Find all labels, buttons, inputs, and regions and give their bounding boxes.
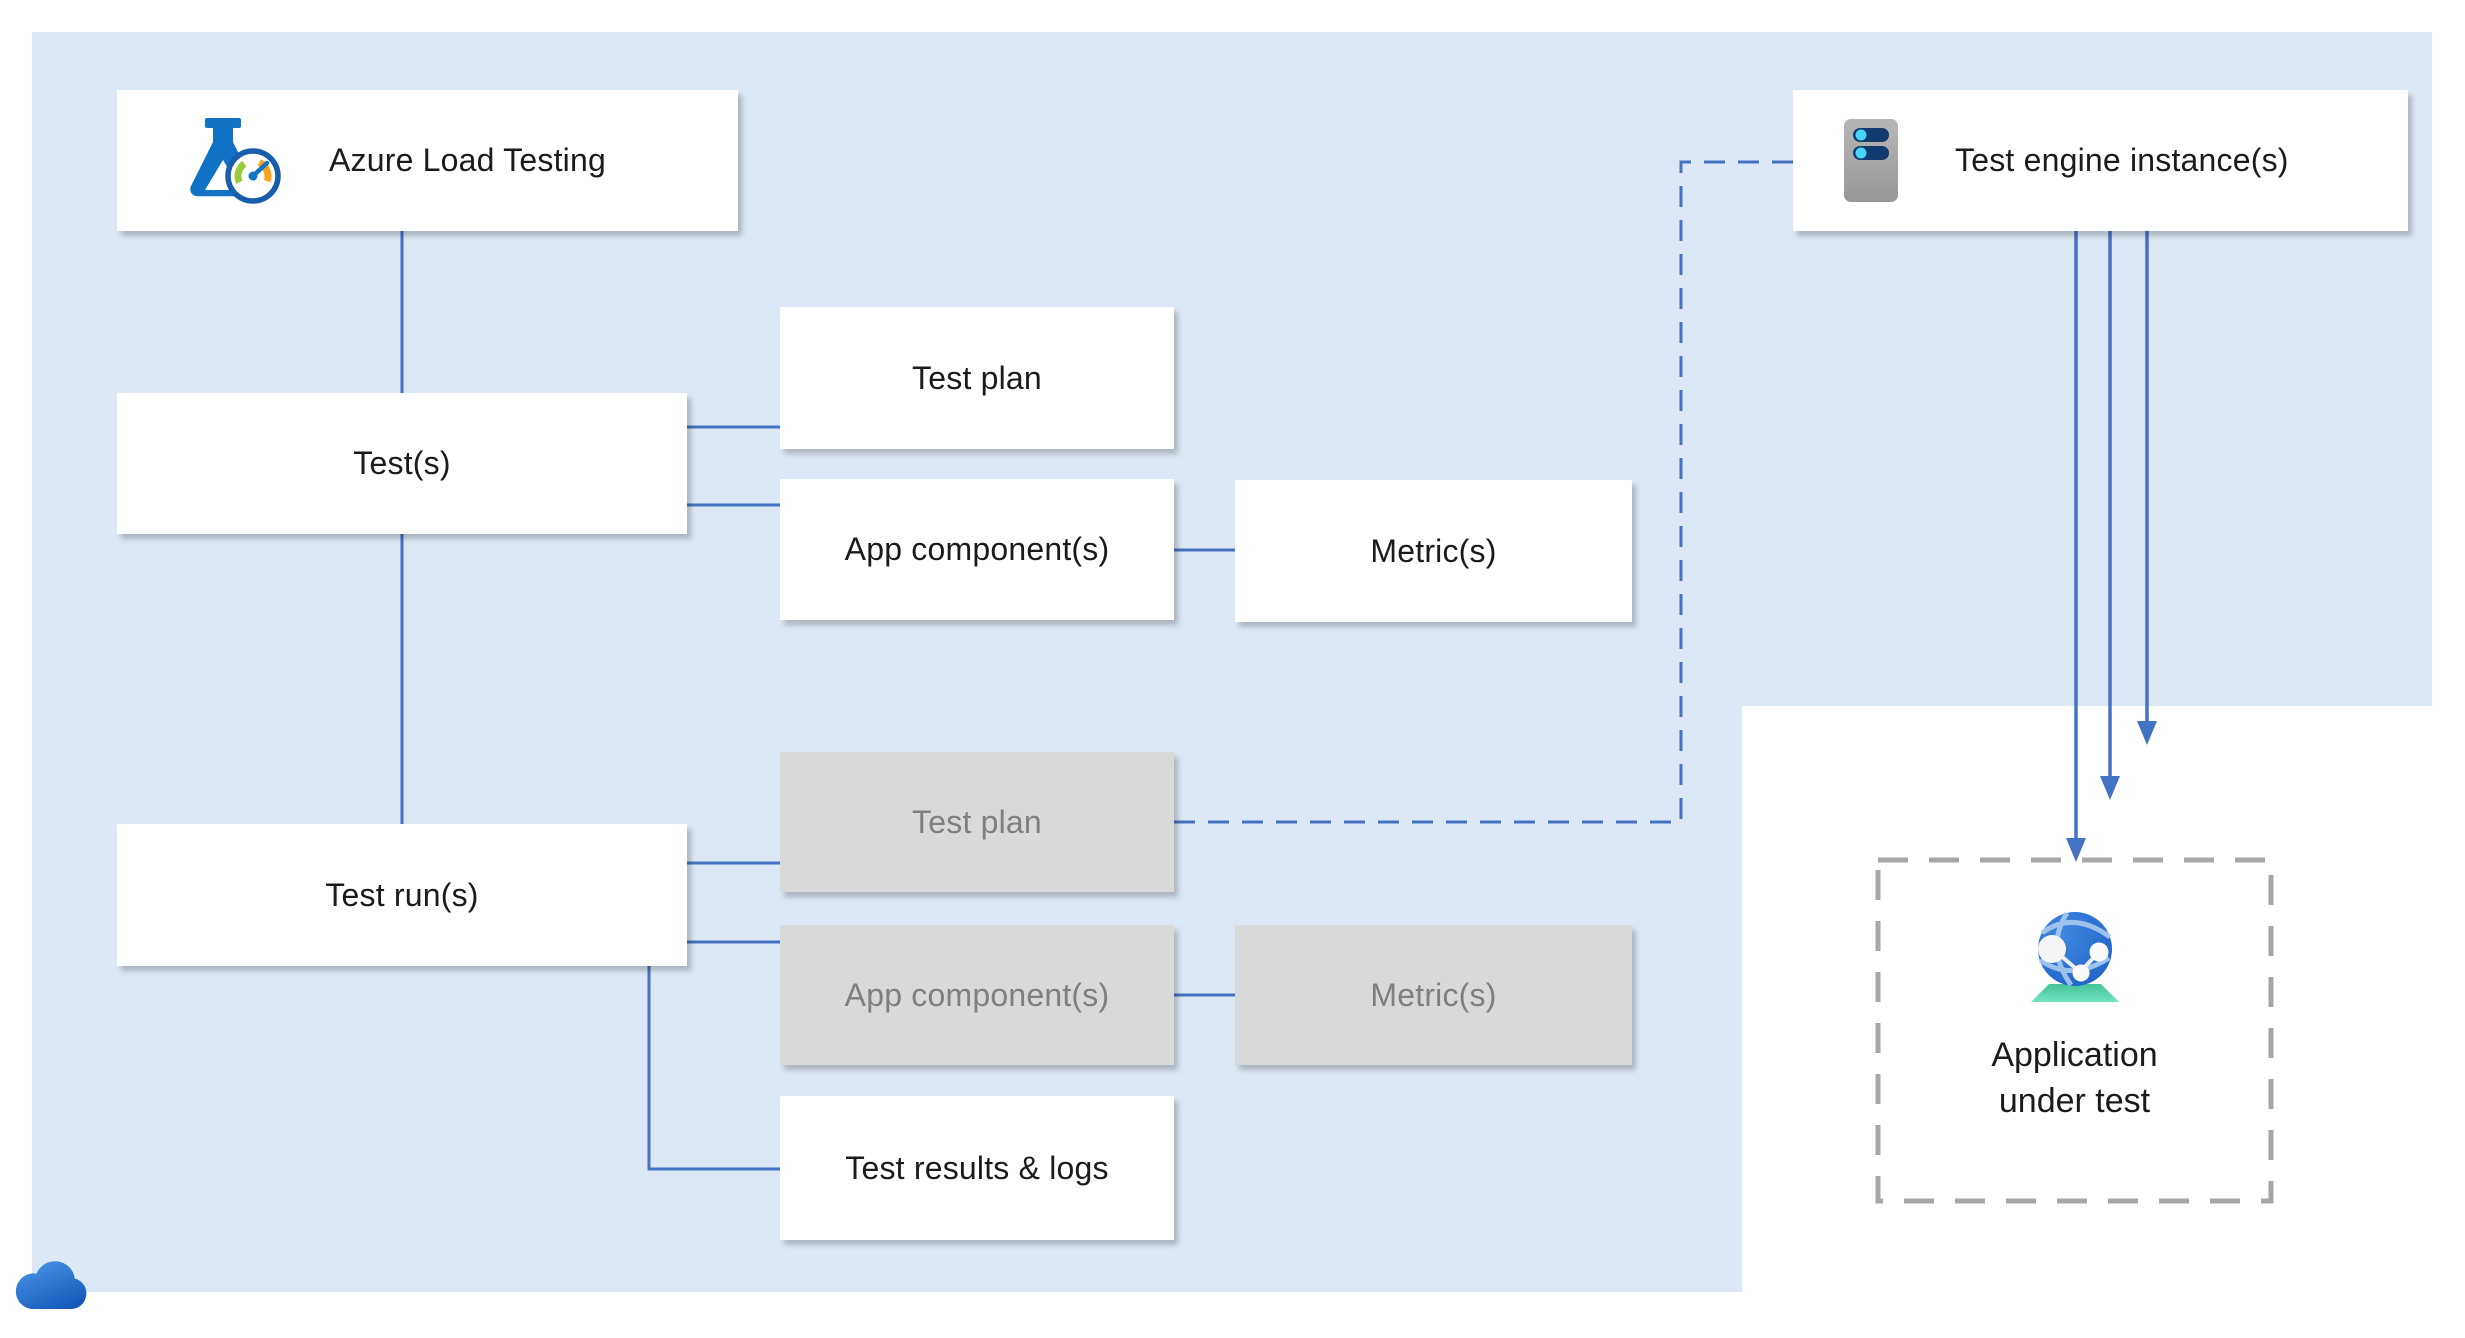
connector-runtestplan-to-engine-dashed xyxy=(1174,160,1793,824)
node-run-test-plan: Test plan xyxy=(780,752,1174,892)
node-app-components: App component(s) xyxy=(780,479,1174,620)
node-label: Test plan xyxy=(912,359,1042,396)
node-label: Test engine instance(s) xyxy=(1955,142,2289,178)
node-label: Test results & logs xyxy=(845,1149,1109,1186)
server-icon xyxy=(1844,119,1898,202)
node-azure-load-testing: Azure Load Testing xyxy=(117,90,738,231)
node-label: App component(s) xyxy=(844,976,1110,1013)
on-premises-background xyxy=(1742,706,2465,1338)
node-label: Application under test xyxy=(1991,1032,2157,1124)
node-test-plan: Test plan xyxy=(780,307,1174,449)
node-label: Test run(s) xyxy=(325,876,479,913)
node-label: Azure Load Testing xyxy=(329,142,606,178)
application-label-line1: Application xyxy=(1991,1036,2158,1074)
node-label: Test(s) xyxy=(353,445,451,481)
application-under-test-container xyxy=(1875,857,2274,1204)
application-label-line2: under test xyxy=(1998,1082,2151,1120)
node-metrics: Metric(s) xyxy=(1235,480,1632,622)
app-service-globe-icon xyxy=(2030,911,2119,1002)
node-label: App component(s) xyxy=(844,531,1110,567)
node-run-metrics: Metric(s) xyxy=(1235,925,1632,1065)
node-label: Metric(s) xyxy=(1370,976,1497,1013)
arrow-engine-to-app-2-head xyxy=(2100,776,2120,800)
arrow-engine-to-app-3-head xyxy=(2137,721,2157,745)
arrow-engine-to-app-1-head xyxy=(2066,838,2086,862)
node-label: Test plan xyxy=(912,803,1042,840)
node-test-runs: Test run(s) xyxy=(117,824,687,966)
node-test-engine-instances: Test engine instance(s) xyxy=(1793,90,2408,231)
node-test-results-logs: Test results & logs xyxy=(780,1096,1174,1240)
cloud-icon xyxy=(14,1256,88,1315)
node-run-app-components: App component(s) xyxy=(780,925,1174,1065)
connector-testruns-to-results xyxy=(647,966,780,1171)
node-tests: Test(s) xyxy=(117,393,687,534)
node-label: Metric(s) xyxy=(1370,532,1497,569)
load-testing-flask-gauge-icon xyxy=(190,117,281,204)
node-application-under-test: Application under test xyxy=(1878,860,2271,1201)
